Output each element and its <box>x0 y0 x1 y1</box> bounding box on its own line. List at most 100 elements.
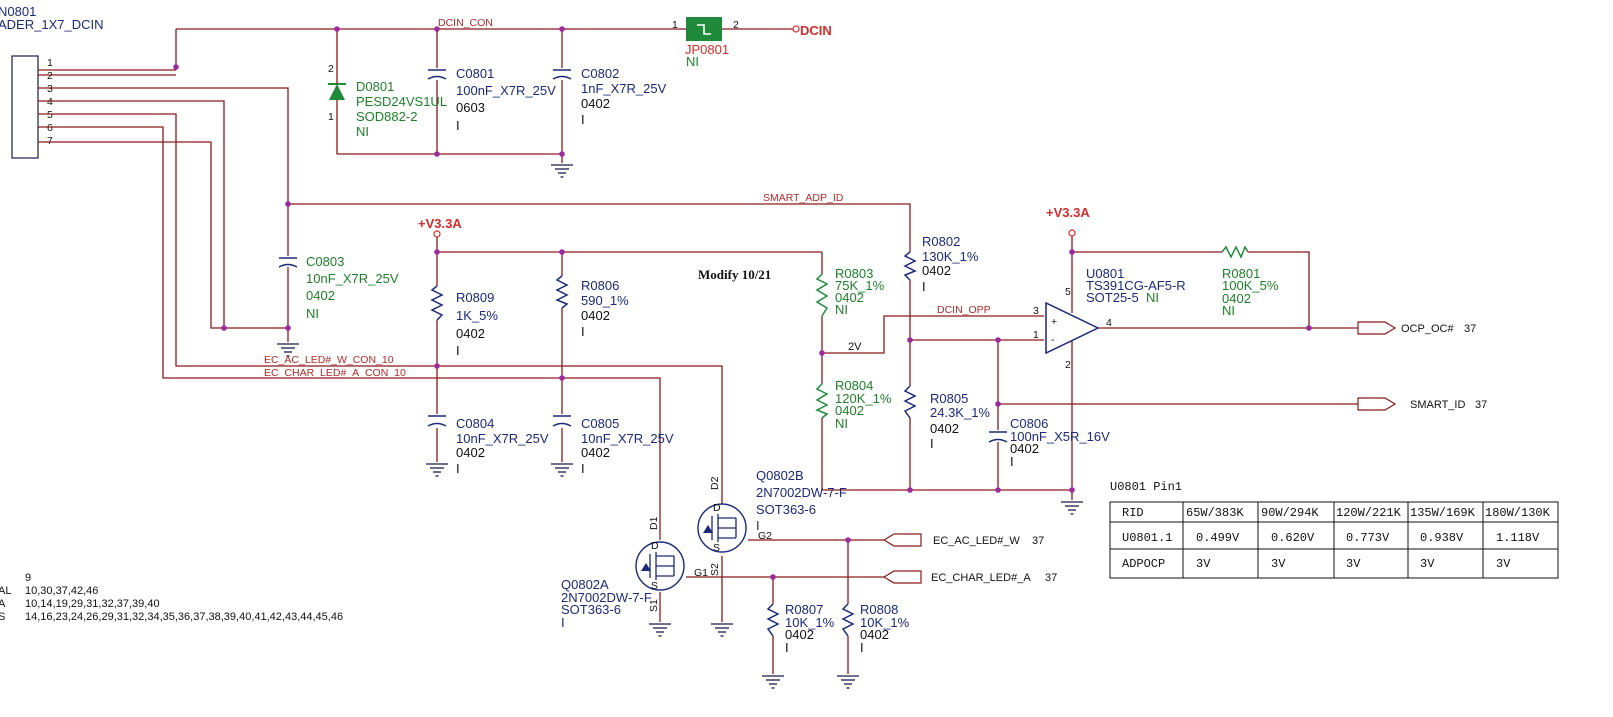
c0804: C0804 10nF_X7R_25V 0402 I <box>427 415 549 476</box>
r0805-pkg: 0402 <box>930 421 959 436</box>
d0801-pin1: 1 <box>328 111 334 123</box>
c0803: C0803 10nF_X7R_25V 0402 NI <box>278 254 399 321</box>
r0809-pop: I <box>456 343 460 358</box>
resistor-icon <box>555 275 569 309</box>
table-cell: U0801.1 <box>1122 531 1172 545</box>
r0807-pop: I <box>785 640 789 655</box>
c0805-pop: I <box>581 461 585 476</box>
c0805: C0805 10nF_X7R_25V 0402 I <box>552 415 674 476</box>
jp0801-pin2: 2 <box>733 19 739 31</box>
r0804-pkg: 0402 <box>835 403 864 418</box>
junction <box>173 64 179 70</box>
junction <box>907 337 913 343</box>
u0801-minus: - <box>1051 334 1055 346</box>
port-ec-char-led[interactable]: EC_CHAR_LED#_A 37 <box>882 570 1057 584</box>
r0804: R0804 120K_1% 0402 NI <box>815 378 892 431</box>
c0801-pkg: 0603 <box>456 100 485 115</box>
r0808-pop: I <box>860 640 864 655</box>
port-smart-id-name: SMART_ID <box>1410 399 1465 411</box>
junction <box>995 401 1001 407</box>
port-ec-ac-led[interactable]: EC_AC_LED#_W 37 <box>882 533 1044 547</box>
r0808-pkg: 0402 <box>860 627 889 642</box>
ground-icon <box>710 623 734 637</box>
r0809-ref: R0809 <box>456 290 494 305</box>
c0806: C0806 100nF_X5R_16V 0402 I <box>988 416 1110 469</box>
pin-6-label: 6 <box>47 122 53 134</box>
junction <box>559 249 565 255</box>
r0808-ref: R0808 <box>860 602 898 617</box>
q0802a-ref: Q0802A <box>561 577 609 592</box>
ref-list-value: 10,14,19,29,31,32,37,39,40 <box>25 598 160 610</box>
resistor-icon <box>903 251 917 281</box>
table-cell: 1.118V <box>1496 531 1540 545</box>
connector-name: ADER_1X7_DCIN <box>0 17 104 32</box>
pin-1-label: 1 <box>47 57 53 69</box>
q0802b-ref: Q0802B <box>756 468 804 483</box>
v33a-left-power: +V3.3A <box>418 216 462 238</box>
junction <box>995 487 1001 493</box>
connector-body <box>11 55 39 159</box>
c0803-pkg: 0402 <box>306 288 335 303</box>
r0801-value: 100K_5% <box>1222 278 1279 293</box>
u0801-pop: NI <box>1146 290 1159 305</box>
u0801: + - 3 1 4 5 2 U0801 TS391CG-AF5-R SOT25-… <box>1033 266 1186 371</box>
ref-list-value: 9 <box>25 572 31 584</box>
pin-3-label: 3 <box>47 83 53 95</box>
port-smart-id-page: 37 <box>1475 399 1487 411</box>
port-smart-id[interactable]: SMART_ID 37 <box>1357 397 1487 411</box>
r0806-pkg: 0402 <box>581 308 610 323</box>
r0808-value: 10K_1% <box>860 615 910 630</box>
u0801-pin4: 4 <box>1106 317 1112 329</box>
r0802-ref: R0802 <box>922 234 960 249</box>
u0801-ref: U0801 <box>1086 266 1124 281</box>
u0801-pin3: 3 <box>1033 305 1039 317</box>
junction <box>995 337 1001 343</box>
c0805-value: 10nF_X7R_25V <box>581 431 674 446</box>
q0802b-s: S2 <box>709 563 721 576</box>
u0801-pin1: 1 <box>1033 329 1039 341</box>
jp0801-ref: JP0801 <box>685 42 729 57</box>
net-ec-char-led-con: EC_CHAR_LED#_A_CON_10 <box>264 367 406 379</box>
port-ocp-oc-page: 37 <box>1464 323 1476 335</box>
connector-pin-labels: 1 2 3 4 5 6 7 <box>47 57 53 147</box>
ref-list-value: 14,16,23,24,26,29,31,32,34,35,36,37,38,3… <box>25 611 343 623</box>
c0802-pop: I <box>581 112 585 127</box>
junction <box>1069 249 1075 255</box>
u0801-pin5: 5 <box>1065 286 1071 298</box>
c0804-value: 10nF_X7R_25V <box>456 431 549 446</box>
port-arrow-icon <box>882 570 922 584</box>
resistor-icon <box>815 383 829 419</box>
q0802b-g: G2 <box>758 530 772 542</box>
q0802a-pop: I <box>561 615 565 630</box>
net-dcin-con: DCIN_CON <box>438 17 493 29</box>
r0807-ref: R0807 <box>785 602 823 617</box>
resistor-icon <box>815 273 829 317</box>
r0806-value: 590_1% <box>581 293 629 308</box>
ground-icon <box>550 463 574 477</box>
table-header-cell: 90W/294K <box>1261 506 1319 520</box>
d0801: 2 1 D0801 PESD24VS1UL SOD882-2 NI <box>328 63 447 139</box>
d0801-pkg: SOD882-2 <box>356 109 417 124</box>
q0802b-value: 2N7002DW-7-F <box>756 485 847 500</box>
resistor-icon <box>430 285 444 321</box>
d0801-pin2: 2 <box>328 63 334 75</box>
port-ocp-oc[interactable]: OCP_OC# 37 <box>1357 321 1476 335</box>
c0802-ref: C0802 <box>581 66 619 81</box>
junction <box>285 325 291 331</box>
u0801-value: TS391CG-AF5-R <box>1086 278 1186 293</box>
svg-text:S: S <box>713 542 720 554</box>
r0803: R0803 75K_1% 0402 NI <box>815 266 885 317</box>
table-cell: 0.620V <box>1271 531 1315 545</box>
svg-text:S: S <box>651 580 658 592</box>
junction <box>559 375 565 381</box>
c0802: C0802 1nF_X7R_25V 0402 I <box>552 66 667 127</box>
port-arrow-icon <box>882 533 922 547</box>
port-ec-ac-led-page: 37 <box>1032 535 1044 547</box>
c0803-value: 10nF_X7R_25V <box>306 271 399 286</box>
r0801-pop: NI <box>1222 303 1235 318</box>
q0802b-d: D2 <box>709 476 721 490</box>
q0802a-g: G1 <box>694 567 708 579</box>
resistor-icon <box>903 385 917 419</box>
connector-ref: N0801 <box>0 4 36 19</box>
